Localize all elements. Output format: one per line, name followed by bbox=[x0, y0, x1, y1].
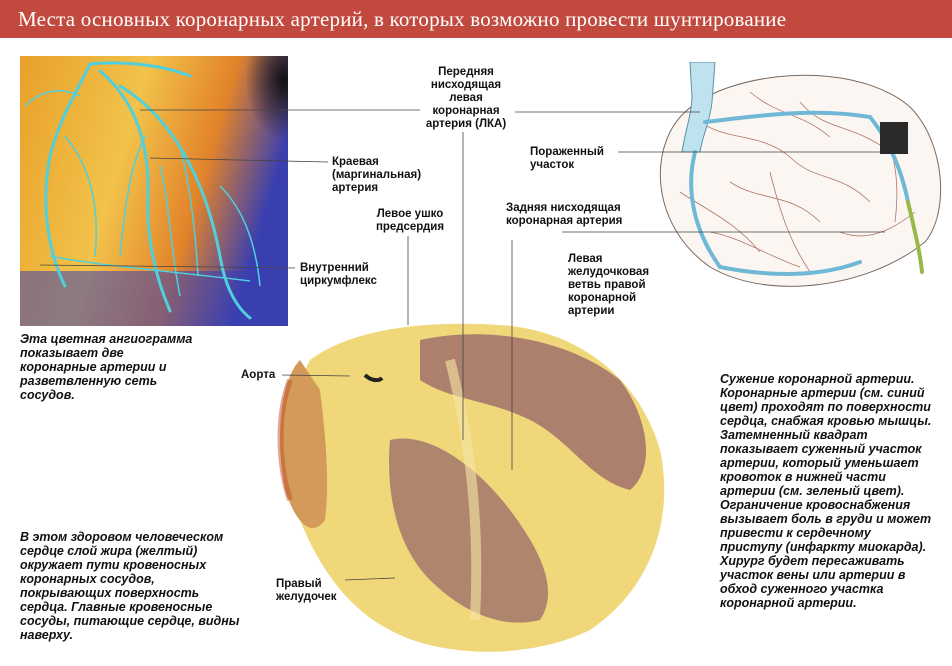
caption-healthy-heart: В этом здоровом человеческом сердце слой… bbox=[20, 530, 240, 642]
label-left-ventricular-branch: Левая желудочковая ветвь правой коронарн… bbox=[568, 253, 650, 317]
page-title: Места основных коронарных артерий, в кот… bbox=[0, 0, 952, 38]
label-aorta: Аорта bbox=[241, 369, 276, 381]
caption-angiogram: Эта цветная ангиограмма показывает две к… bbox=[20, 332, 193, 402]
heart-photo bbox=[270, 320, 675, 660]
coronary-network-diagram bbox=[640, 62, 948, 292]
label-posterior-descending-artery: Задняя нисходящая коронарная артерия bbox=[506, 202, 623, 227]
label-lad: Передняя нисходящая левая коронарная арт… bbox=[425, 66, 507, 130]
label-left-atrial-appendage: Левое ушко предсердия bbox=[375, 208, 445, 233]
label-inner-circumflex: Внутренний циркумфлекс bbox=[300, 262, 377, 287]
label-affected-area: Пораженный участок bbox=[530, 146, 604, 171]
label-right-ventricle: Правый желудочек bbox=[276, 578, 337, 603]
label-marginal-artery: Краевая (маргинальная) артерия bbox=[332, 156, 422, 194]
caption-narrowing: Сужение коронарной артерии. Коронарные а… bbox=[720, 372, 932, 610]
angiogram-image bbox=[20, 56, 288, 326]
